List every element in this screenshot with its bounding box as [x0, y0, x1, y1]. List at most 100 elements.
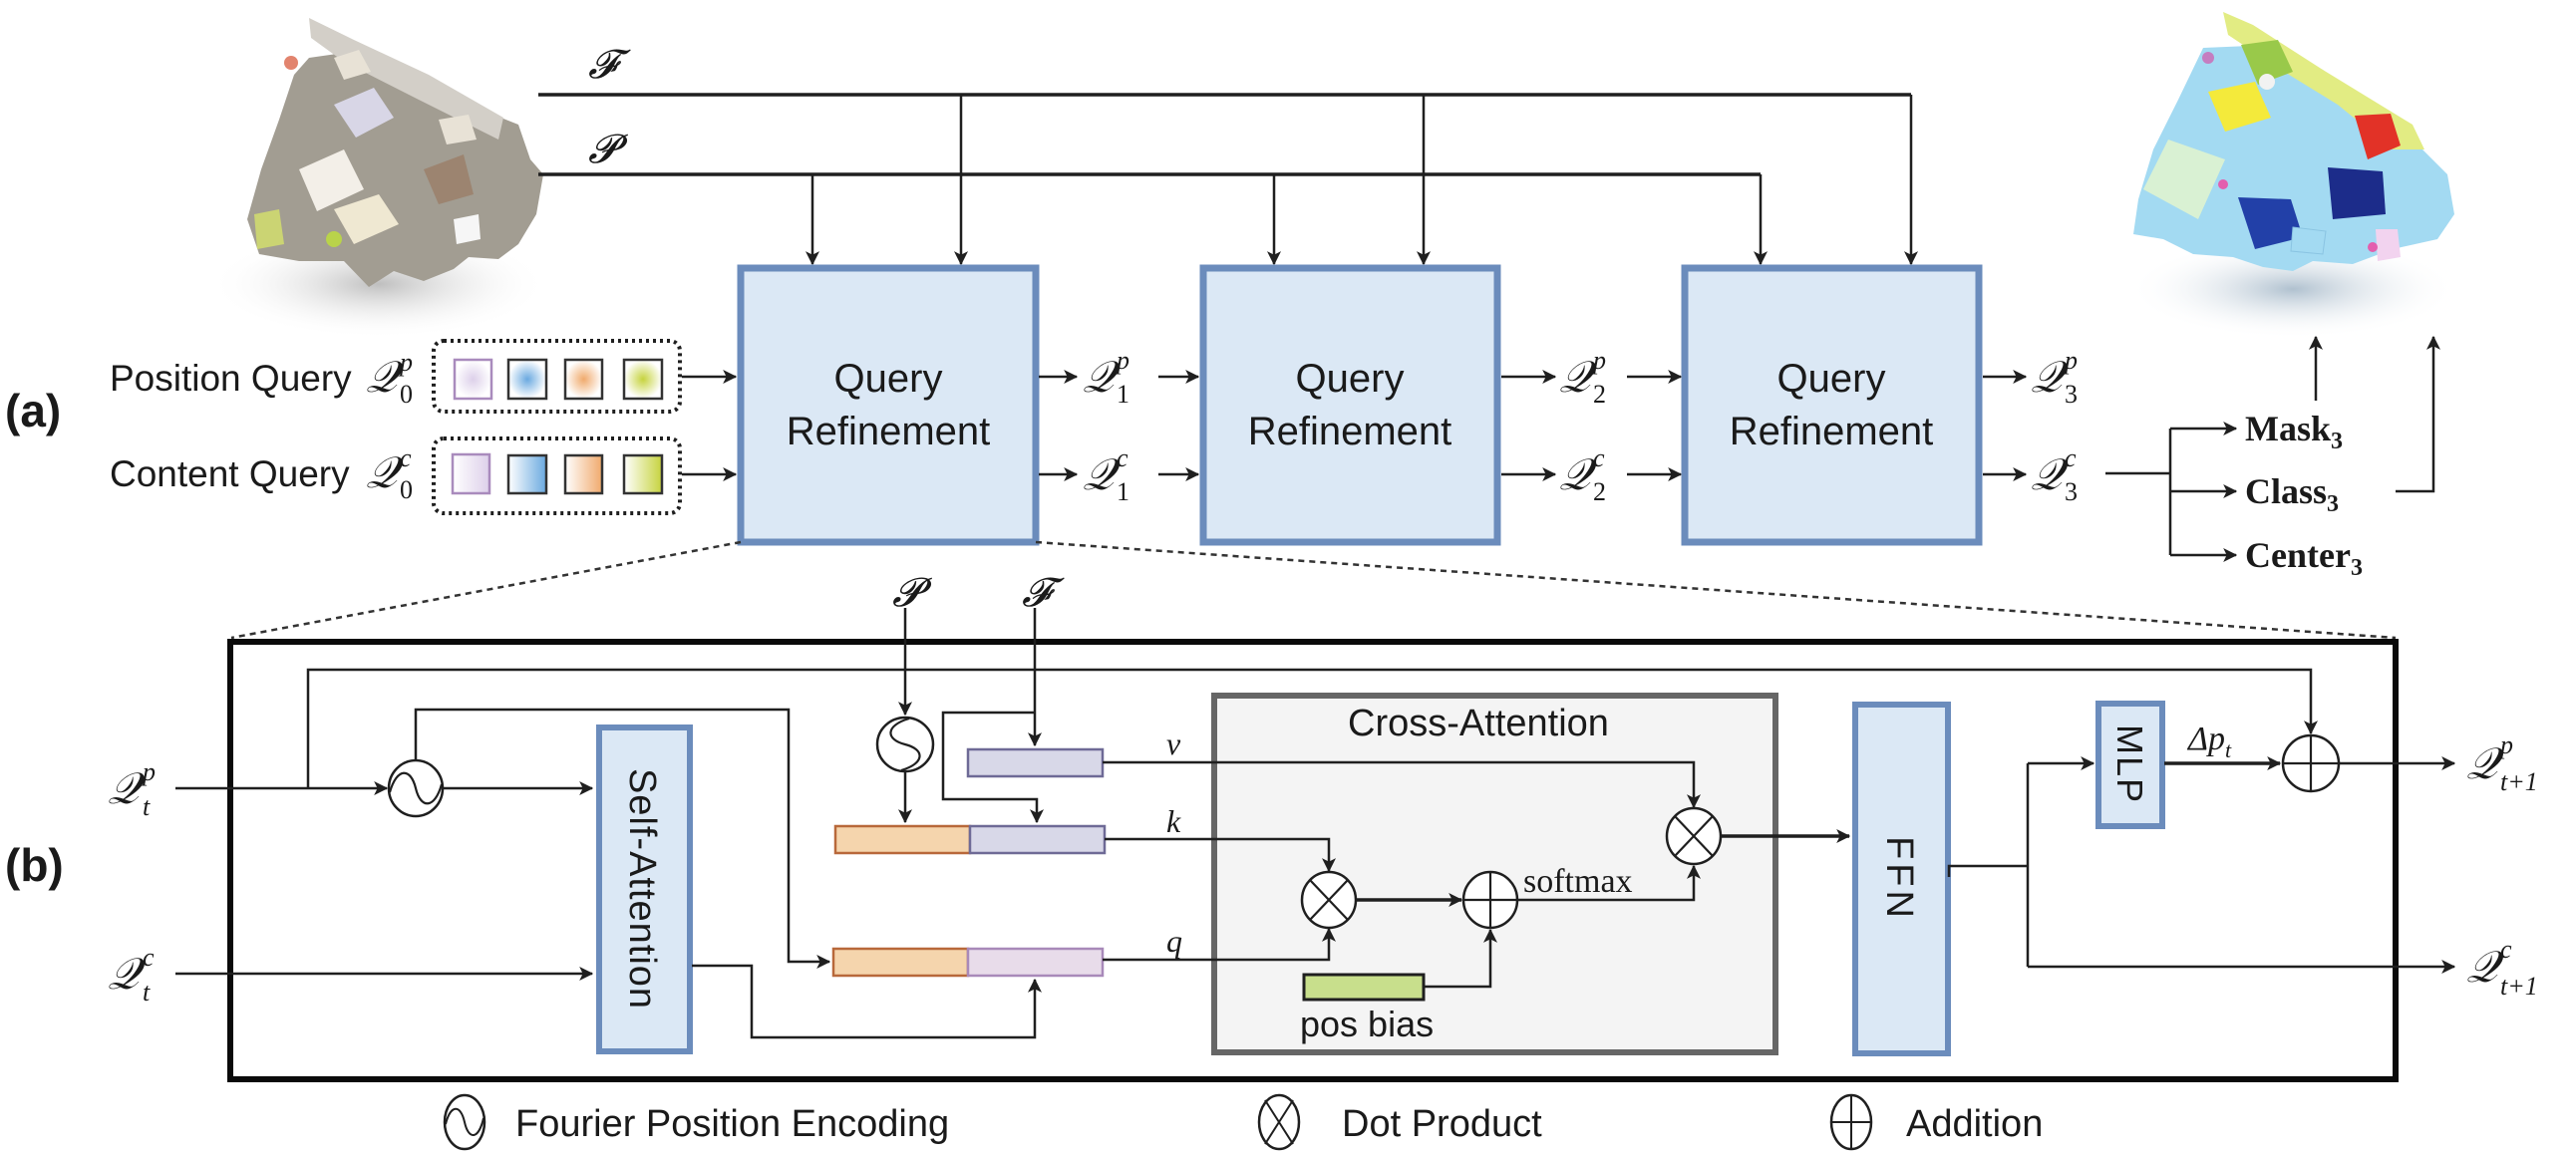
delta-p-label: Δpt [2186, 721, 2232, 762]
svg-text:p: p [141, 757, 156, 786]
svg-text:c: c [2500, 935, 2512, 964]
softmax-label: softmax [1523, 863, 1633, 900]
content-query-symbol: 𝒬 [366, 448, 404, 497]
query-p-3-symbol: 𝒬 [2031, 353, 2069, 402]
svg-text:c: c [1593, 443, 1605, 472]
detail-input-p: 𝒬 p t [108, 757, 156, 821]
dot-product-icon [1674, 815, 1714, 857]
query-p-2-symbol: 𝒬 [1559, 353, 1597, 402]
fourier-icon [445, 1107, 484, 1136]
svg-text:t: t [143, 978, 151, 1007]
mask-output: Mask3 [2245, 409, 2343, 454]
key-token [833, 824, 1107, 855]
pos-bias-label: pos bias [1300, 1004, 1434, 1044]
svg-text:Refinement: Refinement [787, 410, 991, 453]
v-label: v [1166, 725, 1181, 761]
svg-text:Self-Attention: Self-Attention [621, 768, 663, 1010]
position-query-token [563, 358, 604, 401]
fourier-encoding-op [387, 758, 445, 818]
addition-icon [1463, 872, 1517, 928]
legend-item-dot-product: Dot Product [1257, 1093, 1542, 1151]
fourier-encoding-op-2 [875, 716, 935, 773]
legend-item-fourier: Fourier Position Encoding [443, 1093, 949, 1151]
query-c-2-symbol: 𝒬 [1559, 450, 1597, 499]
points-label: 𝓟 [588, 127, 628, 171]
position-query-row: Position Query 𝒬 p 0 [110, 339, 738, 414]
svg-text:FFN: FFN [1878, 836, 1920, 922]
svg-text:Query: Query [1296, 357, 1405, 401]
stage-3-outputs: 𝒬 p 3 𝒬 c 3 [1983, 346, 2238, 562]
detail-input-c: 𝒬 c t [108, 943, 155, 1007]
svg-text:c: c [1117, 443, 1128, 472]
content-query-token [506, 453, 548, 495]
svg-text:p: p [1115, 346, 1129, 375]
content-query-label: Content Query [110, 453, 350, 494]
svg-text:2: 2 [1593, 477, 1606, 506]
detail-points-label: 𝓟 [892, 570, 932, 615]
query-p-1-symbol: 𝒬 [1083, 353, 1121, 402]
stage-2-outputs: 𝒬 p 2 𝒬 c 2 [1501, 346, 1683, 506]
features-label: 𝓕 [588, 42, 631, 87]
query-refinement-detail-frame [227, 639, 2399, 1082]
panel-label-b: (b) [5, 839, 64, 891]
addition-op-2 [2281, 733, 2341, 793]
svg-text:2: 2 [1593, 380, 1606, 409]
svg-text:p: p [2063, 346, 2078, 375]
svg-text:t+1: t+1 [2500, 767, 2538, 796]
pos-bias-token [1302, 973, 1426, 1002]
content-query-token [451, 452, 491, 495]
legend-item-addition: Addition [1829, 1093, 2043, 1151]
svg-text:p: p [2498, 730, 2513, 759]
svg-text:Refinement: Refinement [1248, 410, 1452, 453]
addition-icon [1831, 1095, 1871, 1149]
position-query-token [506, 358, 548, 401]
query-refinement-block-1[interactable]: Query Refinement [737, 264, 1040, 546]
content-query-token [563, 453, 604, 495]
position-query-label: Position Query [110, 358, 352, 399]
k-label: k [1166, 803, 1181, 839]
svg-text:p: p [398, 348, 413, 377]
query-refinement-block-3[interactable]: Query Refinement [1681, 264, 1983, 546]
query-c-1-symbol: 𝒬 [1083, 450, 1121, 499]
svg-text:Refinement: Refinement [1730, 410, 1934, 453]
self-attention-block[interactable]: Self-Attention [596, 724, 693, 1054]
position-query-symbol: 𝒬 [366, 353, 404, 402]
dot-product-icon [1264, 1099, 1294, 1145]
content-query-token [622, 453, 664, 495]
svg-text:1: 1 [1117, 380, 1129, 409]
dot-product-op-1 [1300, 870, 1358, 930]
query-refinement-block-2[interactable]: Query Refinement [1199, 264, 1501, 546]
svg-text:Dot Product: Dot Product [1342, 1103, 1542, 1145]
svg-text:MLP: MLP [2109, 724, 2150, 804]
position-skip-connection [306, 668, 2318, 788]
svg-text:Cross-Attention: Cross-Attention [1348, 703, 1609, 744]
ffn-block[interactable]: FFN [1852, 702, 1951, 1056]
detail-output-c: 𝒬 c t+1 [2466, 935, 2538, 1001]
svg-text:Query: Query [834, 357, 943, 401]
svg-text:Fourier Position Encoding: Fourier Position Encoding [515, 1103, 949, 1145]
detail-output-p: 𝒬 p t+1 [2466, 730, 2538, 796]
query-token [831, 947, 1105, 978]
svg-text:c: c [2065, 443, 2077, 472]
svg-text:p: p [1591, 346, 1606, 375]
fourier-icon [889, 717, 921, 772]
svg-text:Addition: Addition [1906, 1103, 2043, 1145]
legend: Fourier Position Encoding Dot Product Ad… [443, 1093, 2043, 1151]
panel-label-a: (a) [5, 385, 61, 436]
mlp-block[interactable]: MLP [2095, 701, 2165, 829]
addition-icon [2283, 735, 2339, 791]
fourier-icon [388, 771, 444, 805]
content-query-group [432, 436, 682, 515]
svg-text:1: 1 [1117, 477, 1129, 506]
svg-text:c: c [143, 943, 155, 972]
position-query-group [432, 339, 682, 414]
content-query-row: Content Query 𝒬 c 0 [110, 436, 738, 515]
svg-text:0: 0 [400, 380, 413, 409]
input-scene-image [209, 18, 548, 339]
zoom-guide-right [1035, 540, 2397, 640]
zoom-guide-left [230, 540, 742, 640]
position-query-token [453, 358, 493, 401]
class-output: Class3 [2245, 471, 2339, 517]
query-c-3-symbol: 𝒬 [2031, 450, 2069, 499]
